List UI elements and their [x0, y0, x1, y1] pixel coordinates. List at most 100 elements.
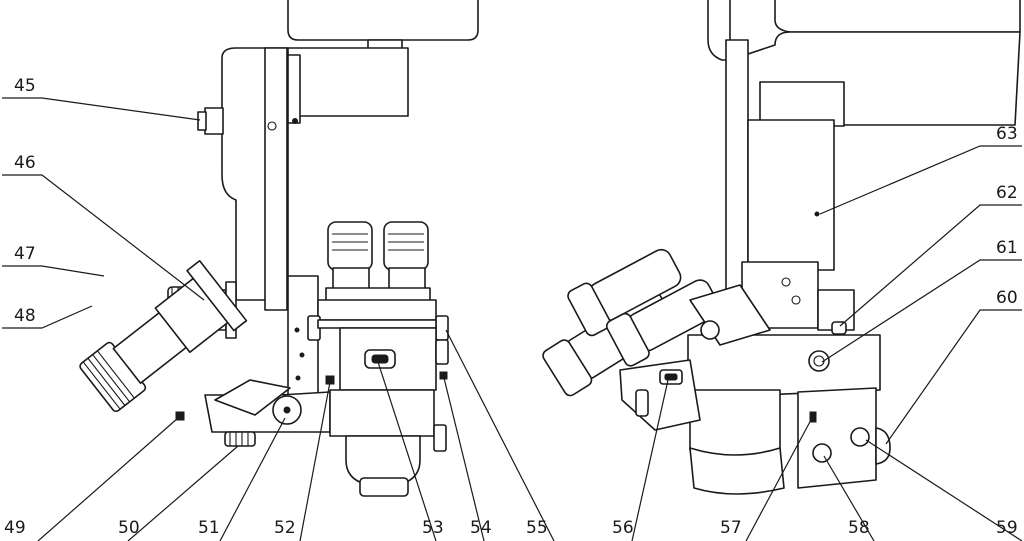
eyepiece-flange — [186, 260, 248, 332]
leader-62 — [839, 204, 1022, 327]
dial-51-center — [283, 406, 291, 414]
knob-45 — [204, 107, 224, 135]
right-eyepiece-cap-a — [542, 339, 593, 397]
part-60-cap — [875, 427, 891, 465]
leader-48 — [2, 305, 93, 329]
callout-63: 63 — [996, 124, 1018, 144]
crossbar-knob-right — [435, 315, 449, 341]
part-49-screw — [175, 411, 185, 421]
leader-58 — [823, 455, 875, 541]
callout-labels: 45 46 47 48 49 50 51 52 53 54 55 56 57 5… — [4, 76, 1018, 538]
leader-46 — [2, 174, 205, 301]
callout-45: 45 — [14, 76, 36, 96]
right-top-face — [759, 81, 845, 127]
left-eyepiece-b-top — [383, 221, 429, 271]
side-knob-right — [435, 339, 449, 365]
leader-51 — [219, 417, 286, 541]
leader-56 — [631, 379, 669, 541]
knob-61 — [808, 350, 830, 372]
button-56-inner — [664, 373, 678, 381]
angled-eyepiece-tube — [79, 260, 248, 413]
callout-51: 51 — [198, 518, 220, 538]
left-objective-housing — [329, 389, 435, 437]
column-63-dot — [814, 211, 820, 217]
right-top-housing — [774, 0, 1021, 33]
callout-61: 61 — [996, 238, 1018, 258]
left-arm-rail — [287, 54, 301, 124]
handle-knob — [635, 389, 649, 417]
right-post-edge — [707, 0, 731, 61]
leader-49 — [37, 417, 179, 541]
leader-53 — [377, 361, 437, 541]
left-microscope-view — [79, 0, 479, 497]
callout-60: 60 — [996, 288, 1018, 308]
plug-62 — [831, 321, 847, 335]
left-eyepiece-a-body — [332, 267, 370, 291]
left-eyepiece-a-top — [327, 221, 373, 271]
callout-50: 50 — [118, 518, 140, 538]
leader-59 — [865, 439, 1023, 541]
knob-50-knurl — [229, 432, 249, 446]
right-box-hole-a — [781, 277, 791, 287]
leader-60 — [885, 309, 1022, 445]
right-column — [747, 119, 835, 271]
left-objective-tip — [359, 477, 409, 497]
column-dot-c — [295, 375, 301, 381]
binocular-crossbar — [317, 299, 437, 321]
callout-53: 53 — [422, 518, 444, 538]
eyepiece-knurl — [82, 350, 135, 410]
knob-45-cap — [197, 111, 207, 131]
callout-62: 62 — [996, 183, 1018, 203]
left-wedge — [214, 379, 291, 416]
callout-54: 54 — [470, 518, 492, 538]
left-arm-dot — [292, 118, 298, 124]
callout-52: 52 — [274, 518, 296, 538]
eyepiece-ribs — [332, 233, 424, 251]
right-main-body — [687, 334, 881, 396]
callout-56: 56 — [612, 518, 634, 538]
right-column-left — [725, 39, 749, 301]
leader-52 — [299, 381, 331, 541]
head-knob — [700, 320, 720, 340]
callout-49: 49 — [4, 518, 26, 538]
right-objective-ring — [689, 447, 785, 495]
right-eyepiece-cap-c — [605, 312, 650, 367]
leader-50 — [127, 445, 239, 541]
crossbar-lower — [317, 319, 437, 329]
leader-57 — [745, 417, 813, 541]
column-dot-a — [294, 327, 300, 333]
leader-61 — [821, 259, 1022, 363]
column-dot-b — [299, 352, 305, 358]
knob-58 — [812, 443, 832, 463]
callout-57: 57 — [720, 518, 742, 538]
left-top-housing — [287, 0, 479, 41]
right-objective-housing — [689, 389, 781, 457]
button-53-inner — [371, 354, 389, 364]
front-panel — [797, 387, 877, 489]
left-arm-top-block — [287, 47, 409, 117]
callout-58: 58 — [848, 518, 870, 538]
objective-side-knob — [433, 424, 447, 452]
left-arm-screw — [267, 121, 277, 131]
callout-48: 48 — [14, 306, 36, 326]
leader-45 — [2, 97, 201, 121]
leader-47 — [2, 265, 105, 277]
callout-46: 46 — [14, 153, 36, 173]
switch-57 — [809, 411, 817, 423]
leader-55 — [445, 329, 555, 541]
part-54-screw — [439, 371, 448, 380]
right-microscope-view — [542, 0, 1021, 495]
right-eyepiece-cap-b — [567, 282, 612, 337]
callout-leaders — [2, 97, 1023, 541]
left-eyepiece-b-body — [388, 267, 426, 291]
leader-54 — [443, 377, 485, 541]
knob-59 — [850, 427, 870, 447]
left-arm-front — [264, 47, 288, 311]
leader-63 — [819, 145, 1022, 215]
right-box-hole-b — [791, 295, 801, 305]
callout-59: 59 — [996, 518, 1018, 538]
callout-55: 55 — [526, 518, 548, 538]
callout-47: 47 — [14, 244, 36, 264]
